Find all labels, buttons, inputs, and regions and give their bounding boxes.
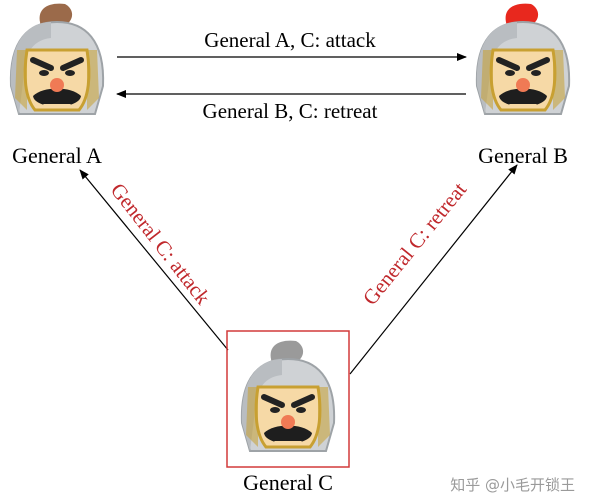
message-b-to-a: General B, C: retreat xyxy=(203,99,378,123)
general-b xyxy=(477,3,569,114)
general-a-plume-icon xyxy=(39,3,73,26)
general-c-avatar-icon xyxy=(242,359,334,451)
general-c-name: General C xyxy=(243,470,333,495)
general-b-name: General B xyxy=(478,143,568,168)
message-c-to-a: General C: attack xyxy=(106,178,216,309)
general-c xyxy=(242,340,334,451)
general-a-name: General A xyxy=(12,143,102,168)
general-b-plume-icon xyxy=(505,3,539,26)
arrow-c-to-b xyxy=(349,164,518,375)
general-b-avatar-icon xyxy=(477,22,569,114)
general-a-avatar-icon xyxy=(11,22,103,114)
arrow-c-to-a xyxy=(79,169,229,351)
general-c-highlight-box xyxy=(226,330,350,468)
general-c-plume-icon xyxy=(270,340,304,363)
general-a xyxy=(11,3,103,114)
watermark: 知乎 @小毛开锁王 xyxy=(450,476,575,494)
message-a-to-b: General A, C: attack xyxy=(204,28,376,52)
